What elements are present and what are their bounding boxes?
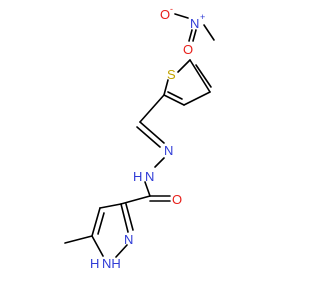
bond-S-C5	[177, 59, 191, 73]
atom-nitro-O-left: O	[160, 7, 170, 22]
atom-hydrazone-N2-H: H	[133, 169, 142, 184]
atom-carbonyl-O: O	[172, 192, 182, 207]
bond-C5-C4pyr-double	[97, 212, 105, 235]
bond-C5-C4-double	[195, 64, 212, 88]
bond-C2-S	[163, 79, 169, 96]
bond-Ccarbonyl-C3pyr	[120, 195, 151, 205]
bond-N1-N2	[154, 157, 165, 168]
molecule-diagram: O - N + O S N N H O N NH H	[64, 4, 215, 271]
bond-CH-N1-a	[139, 121, 165, 144]
atom-thiophene-S: S	[167, 67, 176, 82]
bond-C4-C3pyr	[99, 203, 122, 209]
bond-C3-C2-double	[167, 91, 183, 100]
structure-svg: O - N + O S N N H O N NH H	[64, 4, 215, 271]
atom-nitro-O-bottom: O	[183, 42, 193, 57]
bond-C4-C3	[183, 91, 211, 106]
atom-hydrazone-N1: N	[164, 143, 173, 158]
atom-pyrazole-NH: NH	[102, 256, 121, 271]
bond-C5-C4pyr	[91, 207, 101, 237]
bond-N2-N1pyr	[115, 244, 128, 258]
atom-hydrazone-N2: N	[145, 169, 154, 184]
bond-C3-N2pyr	[120, 203, 129, 233]
bond-nitroN-O-left	[174, 13, 189, 19]
bond-nitroN-O-bottom-b	[192, 29, 197, 42]
charge-nitro-O-minus: -	[170, 4, 173, 14]
bond-N1-C5pyr	[91, 235, 104, 257]
bond-C5-methyl	[64, 235, 93, 244]
atom-pyrazole-N: N	[124, 232, 133, 247]
bond-C2-CH	[139, 94, 165, 123]
bond-C3-N2pyr-double	[125, 203, 134, 231]
bond-nitroN-C5	[203, 24, 215, 41]
atom-pyrazole-NH-prefix: H	[90, 256, 99, 271]
bond-CH-N1-b	[136, 126, 161, 148]
atom-nitro-N: N	[190, 16, 199, 31]
bond-C5-C4	[189, 59, 211, 93]
bond-N2-Ccarbonyl	[144, 181, 151, 197]
bond-nitroN-O-bottom-a	[188, 29, 193, 42]
bond-C3-C2	[163, 94, 185, 106]
charge-nitro-N-plus: +	[200, 12, 205, 22]
